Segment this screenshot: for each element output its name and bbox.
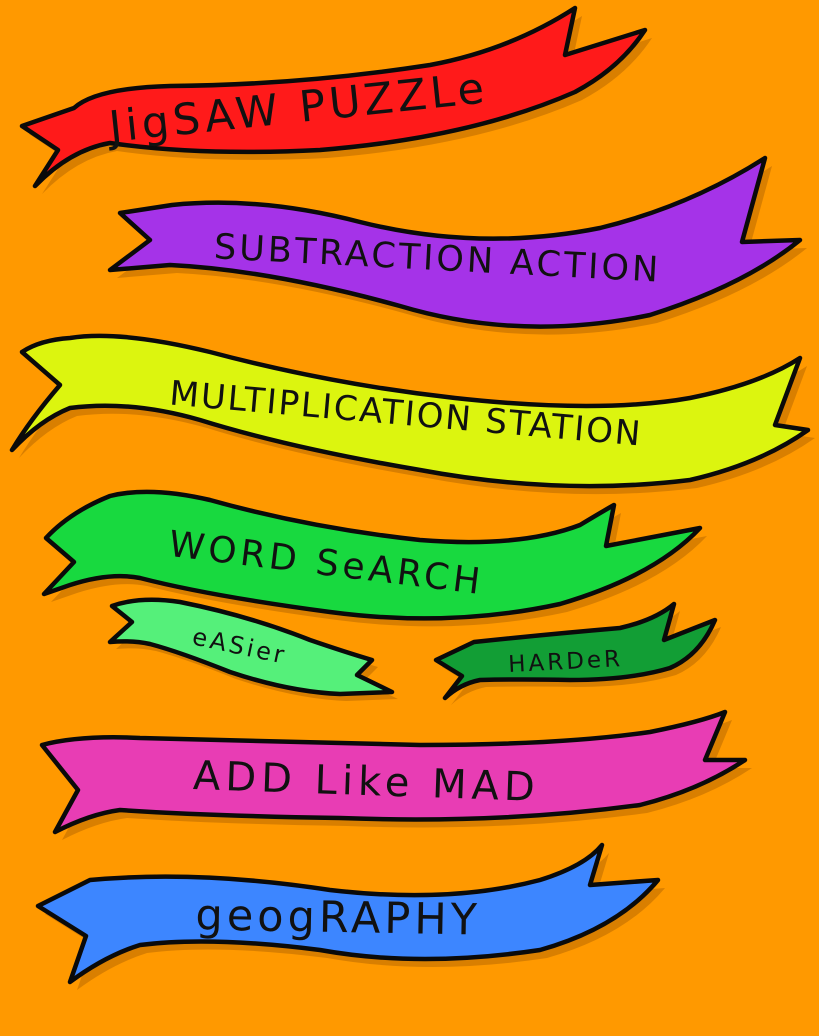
banner-subtraction-action[interactable]: SUBTRACTION ACTION	[107, 155, 807, 335]
banner-multiplication-shape[interactable]	[9, 333, 811, 489]
banner-jigsaw-puzzle[interactable]: JigSAW PUZZLe	[19, 5, 652, 194]
banner-jigsaw-shape[interactable]	[19, 5, 648, 189]
banner-multiplication-station[interactable]: MULTIPLICATION STATION	[9, 333, 815, 495]
banner-add-like-mad[interactable]: ADD Like MAD	[39, 709, 752, 840]
banner-geography-shape[interactable]	[35, 842, 661, 985]
banner-geography[interactable]: geogRAPHY	[35, 842, 665, 990]
banner-word-search-shape[interactable]	[41, 489, 703, 621]
banner-add-shape[interactable]	[39, 709, 748, 835]
banner-harder-shape[interactable]	[433, 601, 718, 701]
banner-easier-shape[interactable]	[107, 597, 395, 697]
banner-subtraction-shape[interactable]	[107, 155, 803, 329]
